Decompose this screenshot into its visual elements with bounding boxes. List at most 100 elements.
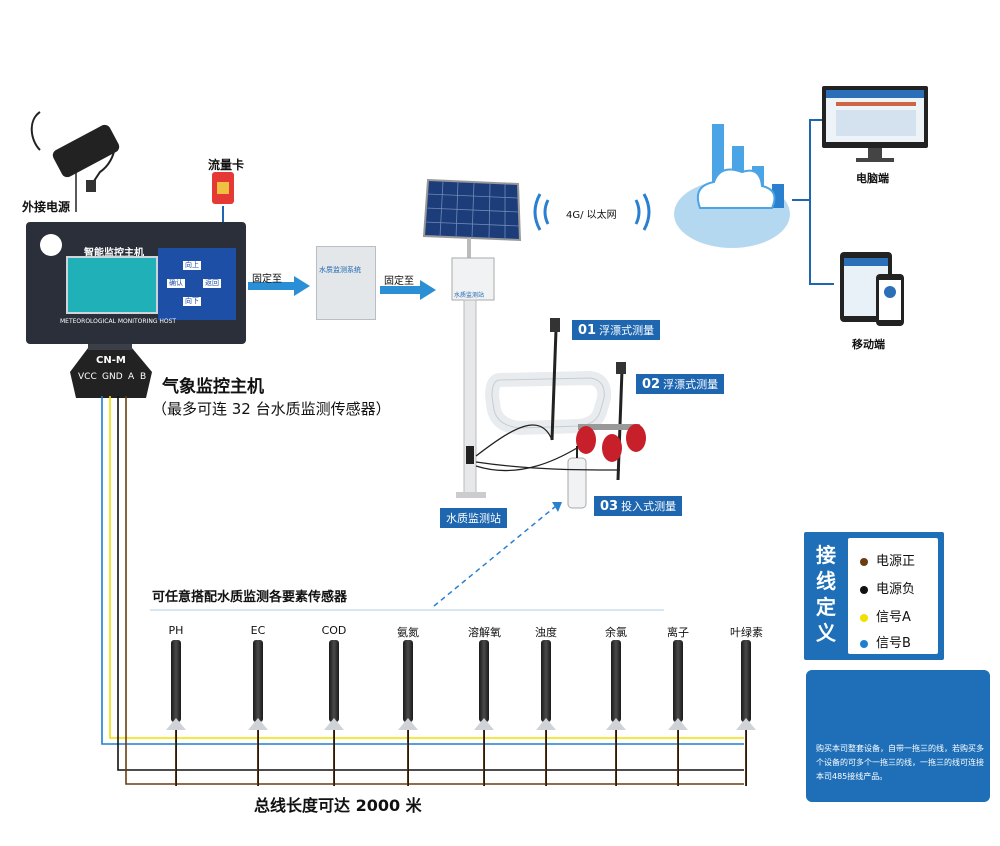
legend-label-power-positive: 电源正 (876, 554, 916, 569)
legend-dot-brown (860, 557, 868, 566)
sensor-connector-icon (324, 718, 344, 730)
host-screen (66, 256, 158, 314)
mobile-label: 移动端 (852, 338, 885, 351)
station-label: 水质监测站 (440, 508, 507, 528)
sensor-probe-icon (329, 640, 339, 722)
sensor-drop-wire (407, 730, 409, 786)
pc-monitor-icon (822, 86, 928, 162)
sensor-probe-icon (403, 640, 413, 722)
sensor-drop-wire (677, 730, 679, 786)
power-adapter-icon (30, 111, 120, 212)
cable-note-panel: 购买本司整套设备，自带一拖三的线，若购买多个设备的可多个一拖三的线，一拖三的线可… (806, 670, 990, 802)
sensor-connector-icon (166, 718, 186, 730)
sensor-drop-wire (333, 730, 335, 786)
external-power-label: 外接电源 (22, 200, 71, 214)
sensor-probe-icon (479, 640, 489, 722)
host-logo-icon (40, 234, 62, 256)
pin-gnd: GND (102, 372, 123, 382)
monitoring-system-box: 水质监测系统 (316, 246, 376, 320)
pc-label: 电脑端 (856, 172, 889, 185)
box-label: 水质监测系统 (319, 266, 361, 274)
sensor-probe-icon (741, 640, 751, 722)
sensor-drop-wire (745, 730, 747, 786)
confirm-button[interactable]: 确认 (166, 278, 186, 289)
sensor-connector-icon (536, 718, 556, 730)
pin-a: A (128, 372, 135, 382)
measure-num-01: 01 (578, 323, 597, 338)
legend-item-signal-a: 信号A (860, 606, 911, 625)
measure-num-02: 02 (642, 377, 661, 392)
legend-label-power-negative: 电源负 (876, 582, 916, 597)
sensor-connector-icon (474, 718, 494, 730)
sensor-connector-icon (606, 718, 626, 730)
station-box-label: 水质监测站 (454, 292, 485, 299)
sensor-label: 叶绿素 (730, 626, 763, 639)
sensor-probe-icon (673, 640, 683, 722)
sensor-probe-icon (541, 640, 551, 722)
legend-title: 接线定义 (816, 543, 836, 645)
host-subtitle: METEOROLOGICAL MONITORING HOST (60, 318, 177, 325)
host-title: 智能监控主机 (84, 248, 144, 259)
sim-card-label: 流量卡 (208, 158, 245, 172)
sensor-connector-icon (668, 718, 688, 730)
legend-item-power-positive: 电源正 (860, 550, 915, 569)
sensor-drop-wire (483, 730, 485, 786)
sensor-drop-wire (175, 730, 177, 786)
network-label: 4G/ 以太网 (566, 210, 617, 221)
legend-list: 电源正 电源负 信号A 信号B (848, 538, 938, 654)
measure-text-01: 浮漂式测量 (599, 324, 655, 337)
sensor-label: COD (321, 624, 347, 637)
sensor-drop-wire (545, 730, 547, 786)
cn-m-label: CN-M (96, 355, 126, 366)
sensor-label: 溶解氧 (468, 626, 501, 639)
sensor-probe-icon (171, 640, 181, 722)
legend-label-signal-a: 信号A (876, 610, 911, 625)
cn-m-connector-icon (70, 342, 152, 398)
down-button[interactable]: 向下 (182, 296, 202, 307)
float-red-icon (576, 362, 646, 481)
sensor-connector-icon (736, 718, 756, 730)
sensor-label: 氨氮 (397, 626, 419, 639)
legend-item-power-negative: 电源负 (860, 578, 915, 597)
legend-dot-blue (860, 639, 868, 648)
bus-wires (101, 396, 744, 785)
sim-card-icon (212, 172, 234, 204)
sensor-label: 浊度 (535, 626, 557, 639)
measure-num-03: 03 (600, 499, 619, 514)
legend-dot-black (860, 585, 868, 594)
signal-icon (533, 193, 651, 231)
sensor-label: 余氯 (605, 626, 627, 639)
pin-b: B (140, 372, 147, 382)
legend-item-signal-b: 信号B (860, 632, 911, 651)
sensor-label: 离子 (667, 626, 689, 639)
measure-text-03: 投入式测量 (621, 500, 677, 513)
cable-note-text: 购买本司整套设备，自带一拖三的线，若购买多个设备的可多个一拖三的线，一拖三的线可… (816, 744, 984, 781)
mobile-device-icon (840, 252, 904, 326)
monitor-host-title: 气象监控主机 (162, 377, 264, 397)
up-button[interactable]: 向上 (182, 260, 202, 271)
cloud-icon (674, 124, 790, 248)
total-length-label: 总线长度可达 2000 米 (254, 796, 422, 815)
sensor-label: EC (250, 624, 266, 637)
host-button-panel: 向上 确认 返回 向下 (158, 248, 236, 320)
arrow-label-2: 固定至 (384, 276, 414, 287)
arrow-box-to-station (380, 280, 436, 300)
legend-dot-yellow (860, 613, 868, 622)
arrow-label-1: 固定至 (252, 274, 282, 285)
pin-vcc: VCC (78, 372, 97, 382)
arrow-host-to-box (248, 276, 310, 296)
back-button[interactable]: 返回 (202, 278, 222, 289)
wiring-legend: 接线定义 电源正 电源负 信号A 信号B (804, 532, 944, 660)
sensor-connector-icon (398, 718, 418, 730)
solar-panel-icon (422, 178, 522, 242)
sensors-heading: 可任意搭配水质监测各要素传感器 (152, 590, 348, 605)
sensor-probe-icon (611, 640, 621, 722)
sensor-probe-icon (253, 640, 263, 722)
sensor-connector-icon (248, 718, 268, 730)
sensor-drop-wire (615, 730, 617, 786)
measure-text-02: 浮漂式测量 (663, 378, 719, 391)
